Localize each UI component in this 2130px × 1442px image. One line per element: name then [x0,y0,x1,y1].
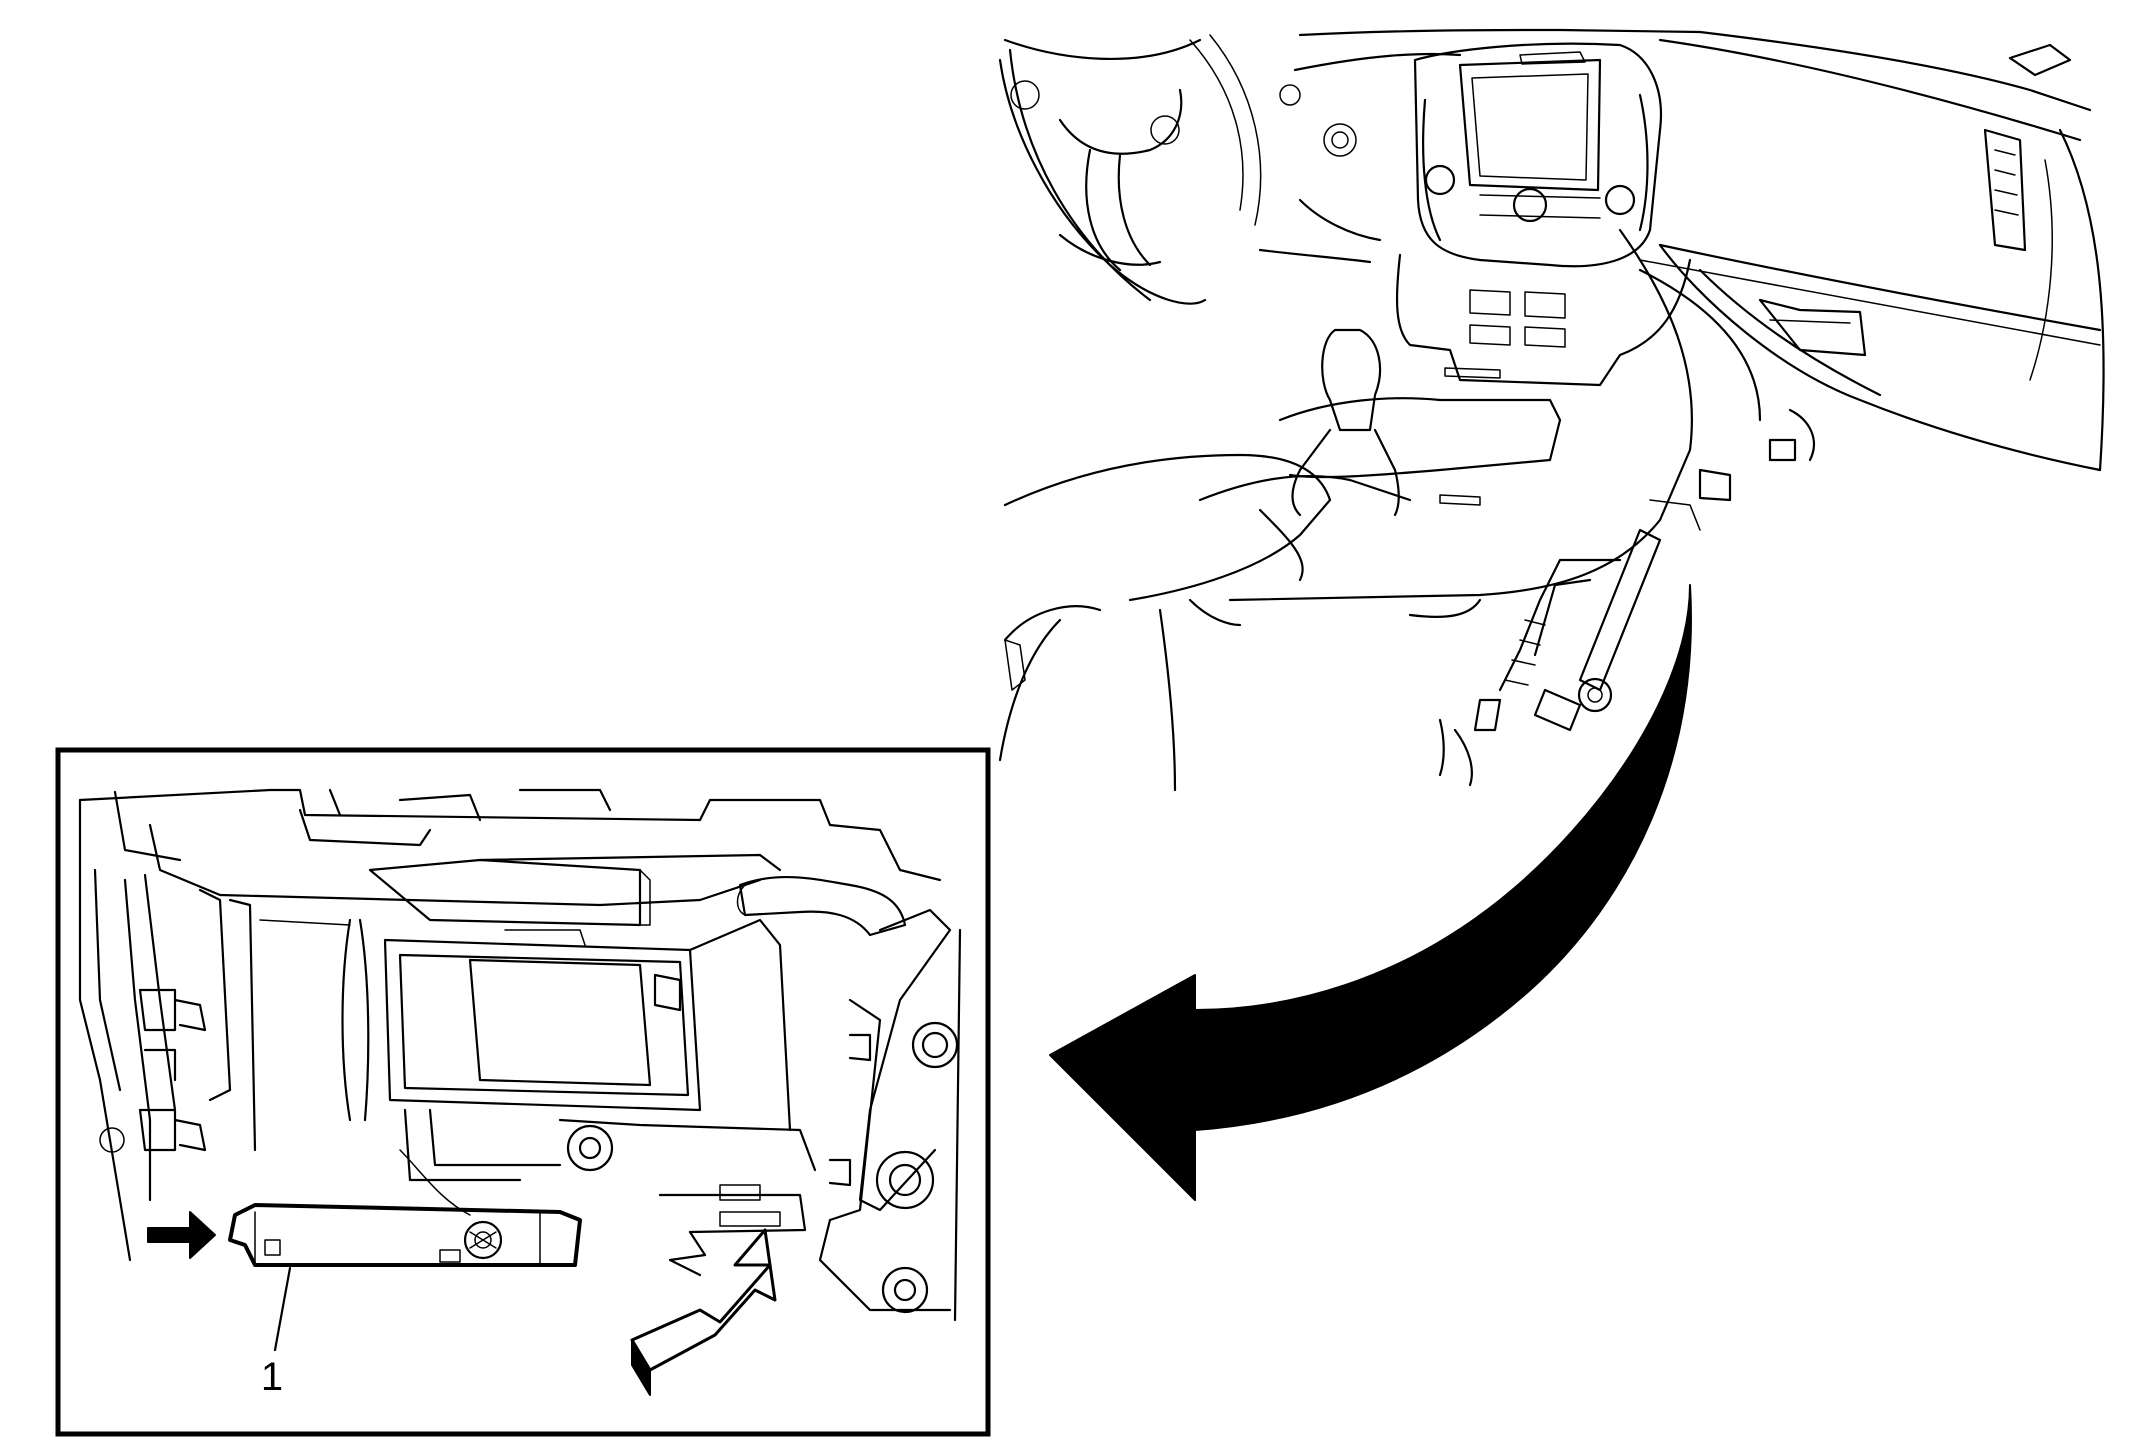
small-pointer-arrow [147,1211,216,1259]
knee-bolster-edge [1658,243,2102,472]
vehicle-interior-view [998,28,2105,792]
inset-hose [738,876,907,937]
infotainment-screen [1458,58,1602,192]
steering-wheel [998,34,1357,305]
view-direction-arrow [630,1228,777,1396]
inset-duct [259,918,792,1132]
knee-area [1003,605,1102,642]
module-component [228,1203,582,1267]
seat-cushion [1003,453,1332,602]
side-vent [1983,128,2027,252]
dash-top-line [1298,28,2092,112]
console-tray [1278,397,1562,479]
center-stack [1413,42,1662,268]
callout-leader-line [273,1266,292,1352]
inset-right-bracket [818,908,962,1322]
console-side [1228,228,1694,602]
glove-box-handle [1758,298,1867,357]
climate-panel [1395,253,1692,387]
inset-panel [368,858,642,927]
upper-right-vent [2008,43,2072,77]
curved-direction-arrow [1049,584,1692,1201]
gear-selector [1291,328,1400,517]
callout-label: 1 [261,1355,283,1399]
inset-detail-view: 1 [55,747,991,1437]
exposed-bracket [1438,408,1815,787]
